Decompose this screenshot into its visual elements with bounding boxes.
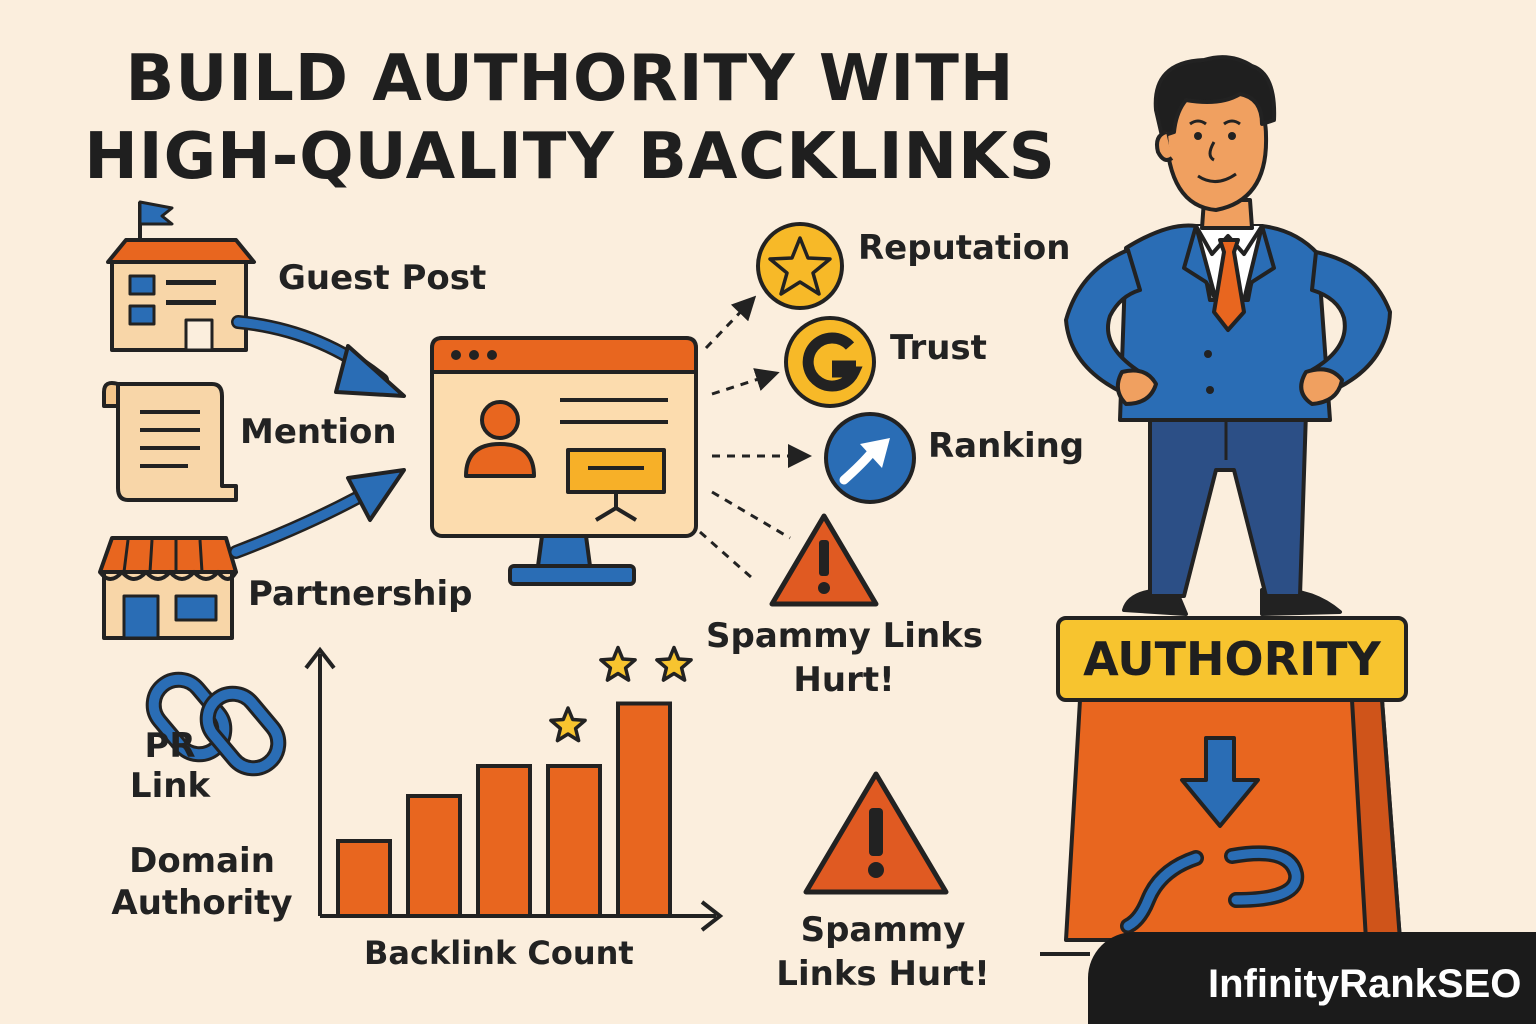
chart-star-icon: [599, 645, 637, 682]
podium: [1040, 698, 1402, 956]
storefront-icon: [98, 536, 238, 640]
pr-link-line-2: Link: [129, 766, 211, 806]
google-g-icon: [784, 316, 876, 408]
chain-link-icon: [145, 671, 287, 777]
spammy-line-2: Hurt!: [793, 660, 895, 700]
outcome-label-reputation: Reputation: [858, 228, 1071, 268]
title-line-2: HIGH-QUALITY BACKLINKS: [84, 120, 1056, 194]
arrowhead-guest: [334, 344, 406, 398]
source-label-partnership: Partnership: [248, 574, 473, 614]
scroll-document-icon: [102, 381, 238, 502]
spammy-line-1: Spammy Links: [706, 616, 983, 656]
chart-bar: [406, 794, 462, 918]
chart-bar: [616, 701, 672, 918]
pr-link-line-1: PR: [144, 726, 196, 766]
chart-star-icon: [549, 706, 587, 743]
outcome-label-trust: Trust: [890, 328, 987, 368]
outcome-label-spammy: Spammy Links Hurt!: [706, 614, 983, 702]
brand-badge: InfinityRankSEO: [1088, 932, 1536, 1024]
outcome-label-ranking: Ranking: [928, 426, 1085, 466]
businessman-figure: [1064, 55, 1392, 616]
chart-bar: [546, 764, 602, 918]
warning-triangle-bottom-icon: [803, 771, 949, 895]
building-flag-icon: [106, 200, 256, 352]
source-label-pr-link: PR Link: [120, 726, 220, 806]
website-monitor-icon: [430, 336, 698, 586]
warning-bottom-line-1: Spammy: [800, 910, 966, 950]
source-label-guest-post: Guest Post: [278, 258, 487, 298]
trend-arrow-icon: [824, 412, 916, 504]
chart-ylabel-line-2: Authority: [111, 883, 293, 923]
source-label-mention: Mention: [240, 412, 397, 452]
arrow-down-icon: [1180, 736, 1260, 828]
brand-logo-space: [1116, 964, 1196, 1004]
chart-bars: [336, 645, 693, 918]
chart-ylabel-line-1: Domain: [129, 841, 275, 881]
chart-ylabel: Domain Authority: [100, 840, 304, 924]
broken-chain-icon: [1120, 845, 1305, 934]
chart-xlabel: Backlink Count: [364, 934, 634, 972]
warning-bottom-line-2: Links Hurt!: [776, 954, 990, 994]
page-title: BUILD AUTHORITY WITH HIGH-QUALITY BACKLI…: [70, 40, 1070, 196]
title-line-1: BUILD AUTHORITY WITH: [125, 42, 1015, 116]
warning-triangle-icon: [769, 513, 879, 607]
brand-name: InfinityRankSEO: [1208, 961, 1522, 1006]
chart-bar: [476, 764, 532, 918]
chart-star-icon: [655, 645, 693, 682]
star-badge-icon: [756, 222, 844, 310]
arrowhead-partnership: [346, 468, 406, 522]
chart-bar: [336, 839, 392, 918]
warning-bottom-label: Spammy Links Hurt!: [770, 908, 996, 996]
authority-plate: AUTHORITY: [1056, 616, 1408, 702]
outcome-connectors: [699, 295, 812, 580]
